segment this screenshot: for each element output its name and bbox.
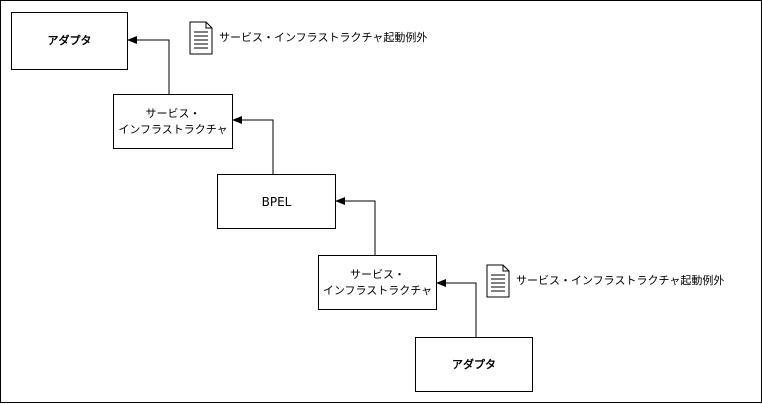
document-icon [486, 264, 510, 298]
connector-service-bottom-to-bpel [335, 197, 376, 255]
adapter-bottom-label: アダプタ [452, 357, 496, 371]
connector-adapter-bottom-to-service-bottom [436, 279, 477, 337]
adapter-bottom-box: アダプタ [415, 337, 533, 392]
service-infrastructure-bottom-box: サービス・ インフラストラクチャ [318, 255, 437, 310]
exception-note-top: サービス・インフラストラクチャ起動例外 [189, 21, 427, 55]
bpel-label: BPEL [261, 194, 292, 209]
adapter-top-box: アダプタ [11, 12, 128, 70]
service-infrastructure-bottom-label-line1: サービス・ [350, 267, 405, 281]
service-infrastructure-bottom-label-line2: インフラストラクチャ [322, 283, 433, 297]
bpel-box: BPEL [217, 174, 336, 229]
service-infrastructure-top-label-line2: インフラストラクチャ [118, 122, 228, 136]
adapter-top-label: アダプタ [47, 34, 92, 47]
service-infrastructure-top-label-line1: サービス・ [145, 106, 201, 120]
exception-note-bottom: サービス・インフラストラクチャ起動例外 [486, 264, 724, 298]
document-icon [189, 21, 213, 55]
exception-note-bottom-text: サービス・インフラストラクチャ起動例外 [516, 274, 725, 287]
service-infrastructure-top-box: サービス・ インフラストラクチャ [113, 94, 233, 149]
exception-note-top-text: サービス・インフラストラクチャ起動例外 [219, 31, 428, 44]
connector-service-top-to-adapter-top [127, 36, 170, 94]
connector-bpel-to-service-top [232, 116, 274, 174]
